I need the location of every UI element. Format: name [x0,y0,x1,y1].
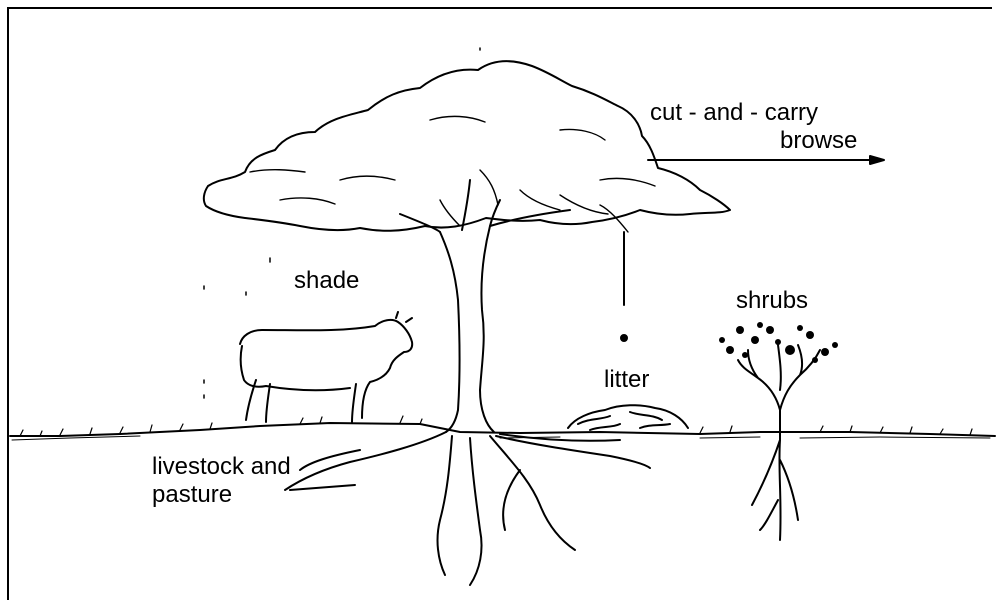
cow [240,312,412,422]
shrub [738,345,820,540]
litter-pile [568,405,688,430]
livestock-label-line2: pasture [152,482,232,508]
tree-roots [285,432,650,585]
browse-label: browse [780,128,857,154]
shrubs-label: shrubs [736,288,808,314]
livestock-pointer [290,485,355,490]
tree-trunk [440,232,460,432]
litter-label: litter [604,367,649,393]
livestock-label-line1: livestock and [152,454,291,480]
cut-and-carry-label: cut - and - carry [650,100,818,126]
shade-label: shade [294,268,359,294]
